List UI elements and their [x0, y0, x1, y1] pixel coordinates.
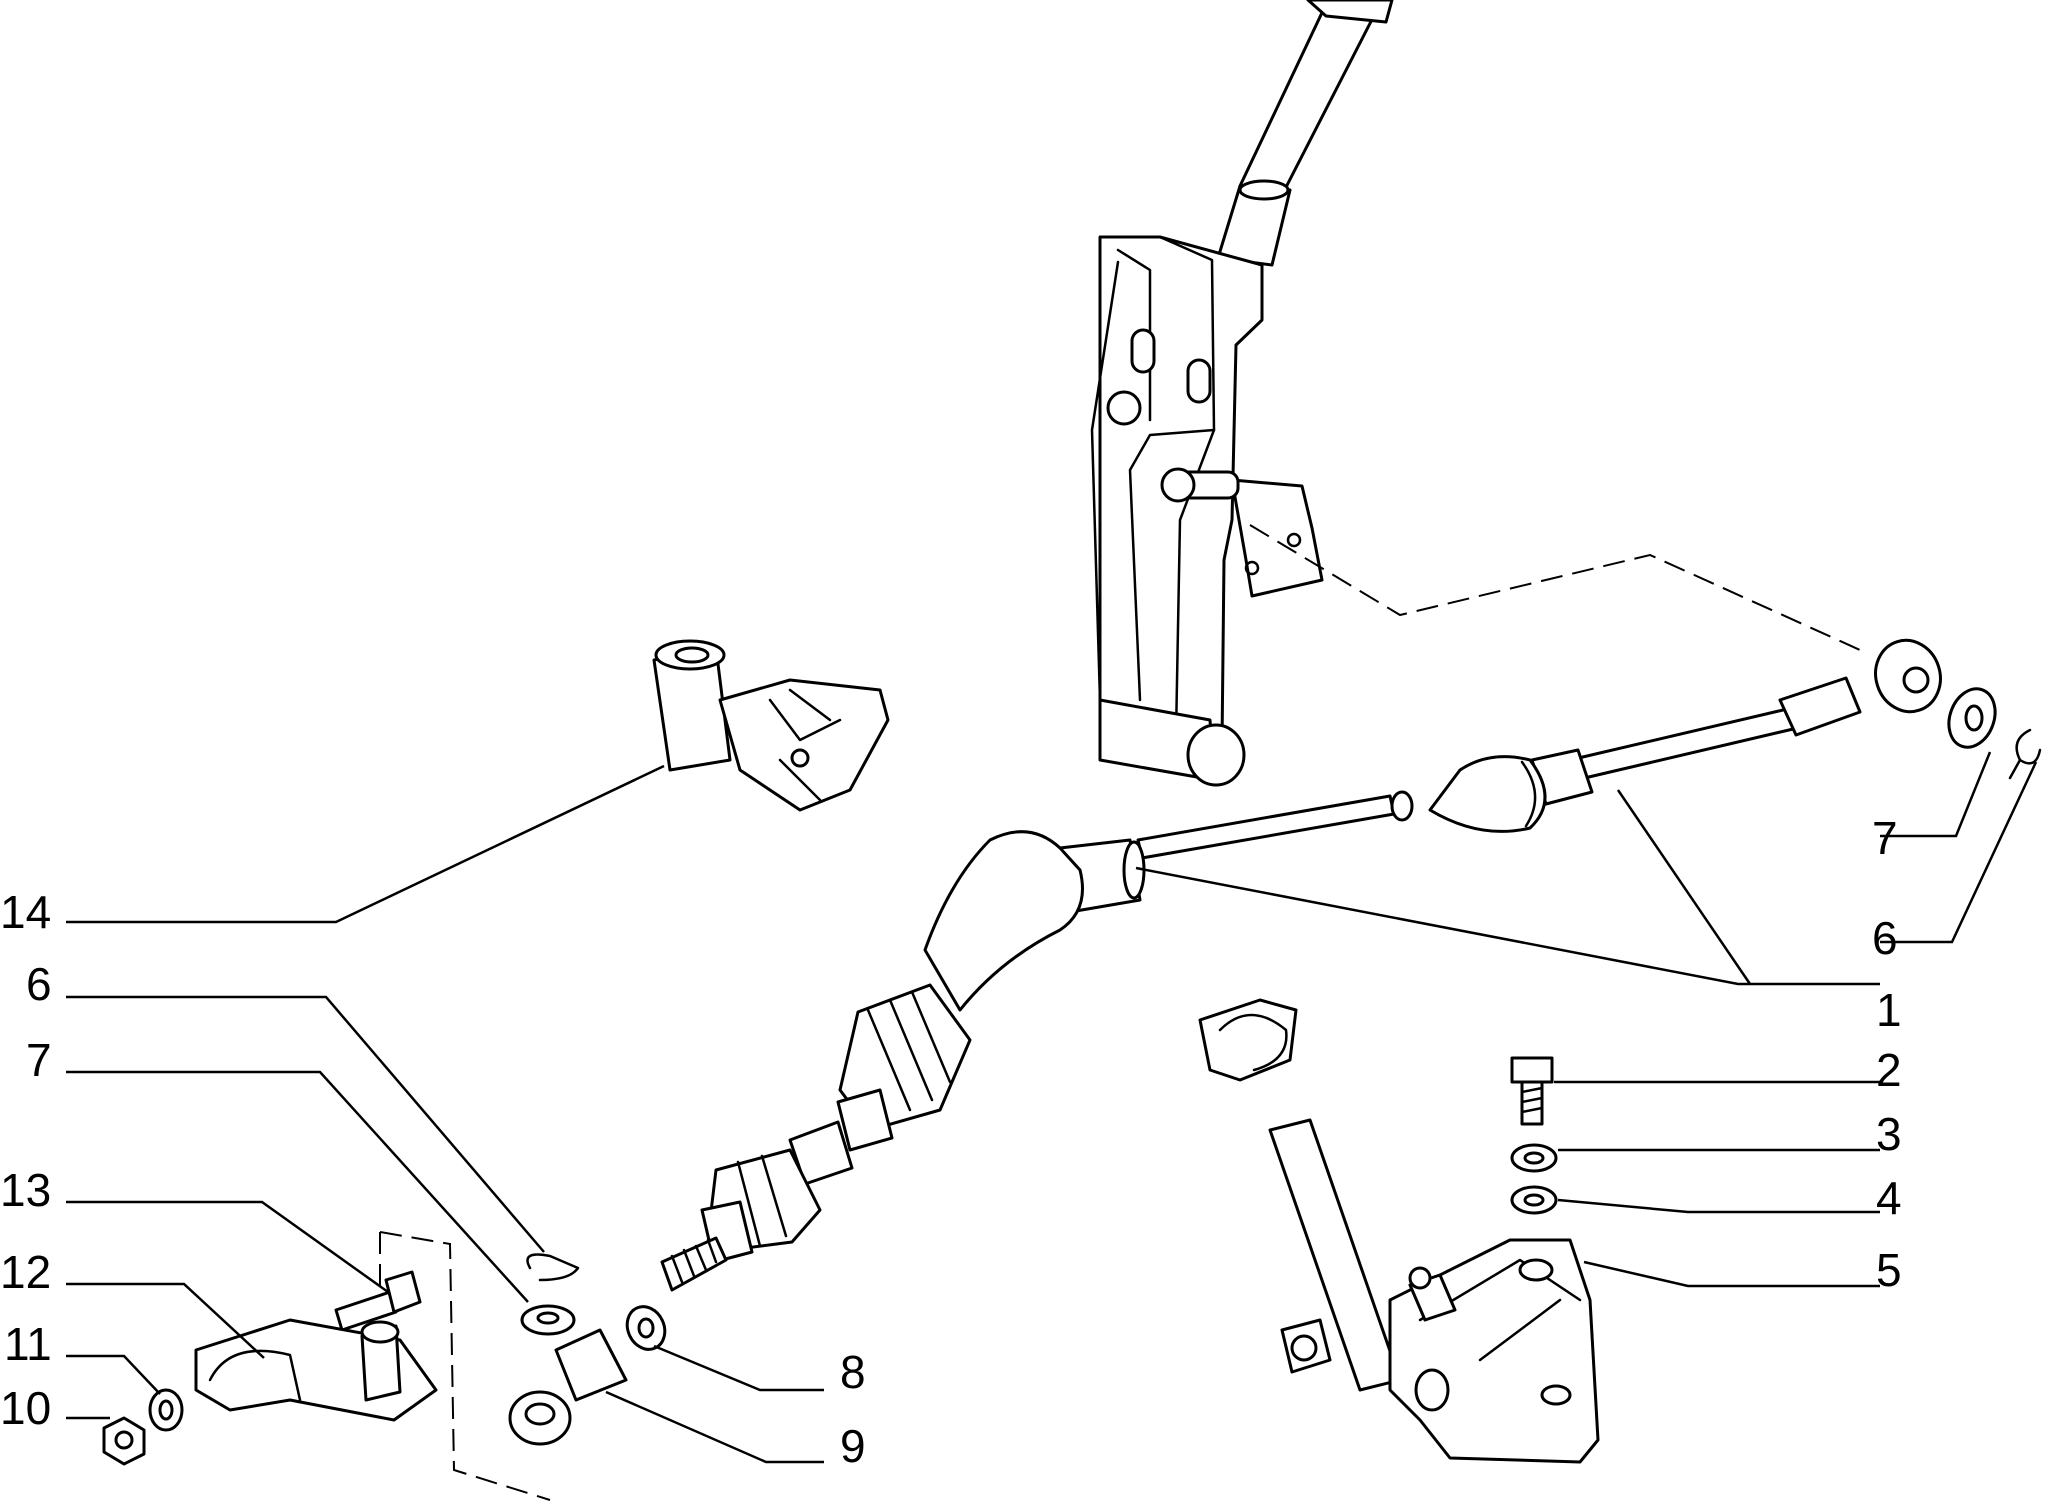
- callout-10: 10: [0, 1382, 51, 1434]
- callout-12: 12: [0, 1246, 51, 1298]
- callout-7-left: 7: [26, 1034, 52, 1086]
- callout-3: 3: [1876, 1108, 1902, 1160]
- callout-6-right: 6: [1872, 912, 1898, 964]
- assembly-link-line: [1249, 524, 1861, 651]
- callout-4: 4: [1876, 1172, 1902, 1224]
- leader-lines: [66, 751, 2038, 1464]
- callout-6-left: 6: [26, 958, 52, 1010]
- gearshift-cable: [660, 638, 1942, 1292]
- callout-2: 2: [1876, 1044, 1902, 1096]
- bolt-and-washers: [1510, 1056, 1558, 1215]
- callout-8: 8: [840, 1346, 866, 1398]
- callout-5: 5: [1876, 1244, 1902, 1296]
- cable-support-bracket: [1198, 998, 1600, 1464]
- right-washer-and-pin: [1947, 687, 2042, 780]
- cable-clip: [652, 639, 890, 812]
- gear-lever-assembly: [1090, 0, 1394, 787]
- callout-13: 13: [0, 1164, 51, 1216]
- callout-14: 14: [0, 886, 51, 938]
- lower-left-hardware: [102, 1231, 667, 1501]
- callout-1: 1: [1876, 984, 1902, 1036]
- callout-numbers: 1 2 3 4 5 7 6 14 6 7 13 12 11 10 8 9: [0, 812, 1902, 1472]
- callout-7-right: 7: [1872, 812, 1898, 864]
- callout-9: 9: [840, 1420, 866, 1472]
- callout-11: 11: [4, 1318, 52, 1370]
